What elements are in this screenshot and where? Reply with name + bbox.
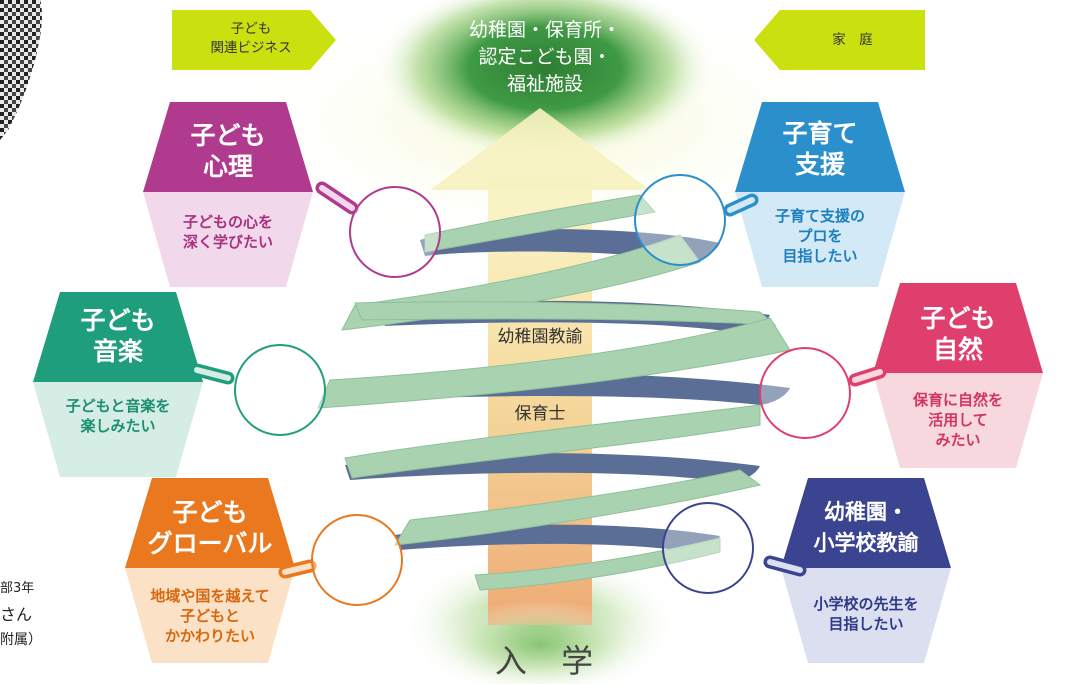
course-connector [852, 369, 883, 383]
side-note-line-1: 部3年 [0, 581, 35, 596]
course-title: 子ども グローバル [147, 498, 273, 558]
bottom-glow-front [435, 600, 645, 684]
course-connector [194, 367, 231, 381]
course-title: 幼稚園・ 小学校教諭 [813, 500, 919, 555]
entry-label: 入 学 [494, 642, 606, 680]
course-circle [349, 186, 441, 278]
destination-center: 幼稚園・保育所・ 認定こども園・ 福祉施設 [468, 19, 621, 95]
course-connector [282, 563, 313, 575]
photo-fragment [0, 0, 42, 140]
course-connector [767, 559, 803, 573]
course-description: 保育に自然を 活用して みたい [912, 391, 1003, 449]
course-circle [311, 514, 403, 606]
course-hex-lower [781, 568, 951, 663]
course-circle [759, 347, 851, 439]
course-circle [234, 344, 326, 436]
course-hex-upper [125, 478, 295, 568]
right-flag-label: 家 庭 [832, 32, 873, 48]
course-hex-upper [873, 283, 1043, 373]
course-hex-upper [735, 102, 905, 192]
course-hex-lower [143, 192, 313, 287]
course-description: 地域や国を越えて 子どもと かかわりたい [150, 587, 270, 645]
side-note-line-3: 附属） [0, 632, 42, 648]
central-arrow [430, 108, 650, 625]
top-glow [375, 0, 715, 160]
left-flag-label: 子ども 関連ビジネス [210, 21, 292, 56]
course-hex-lower [873, 373, 1043, 468]
left-flag [172, 10, 336, 70]
course-connector [319, 185, 355, 211]
nursery-path-label: 保育士 [514, 404, 566, 424]
spiral-front [317, 194, 791, 591]
course-circle [662, 502, 754, 594]
teacher-path-label: 幼稚園教諭 [497, 327, 583, 347]
course-description: 子どもの心を 深く学びたい [182, 213, 273, 251]
course-title: 子育て 支援 [782, 119, 858, 179]
course-hex-upper [781, 478, 951, 568]
course-hex-upper [33, 292, 203, 382]
course-connector [727, 197, 755, 213]
right-flag [754, 10, 925, 70]
course-description: 子育て支援の プロを 目指したい [774, 207, 865, 265]
course-hex-lower [125, 568, 295, 663]
course-hex-lower [33, 382, 203, 477]
course-hex-upper [143, 102, 313, 192]
course-title: 子ども 心理 [190, 121, 266, 181]
course-description: 小学校の先生を 目指したい [813, 595, 919, 633]
course-title: 子ども 音楽 [80, 306, 156, 366]
course-description: 子どもと音楽を 楽しみたい [65, 397, 171, 435]
course-circle [634, 174, 726, 266]
course-title: 子ども 自然 [920, 304, 996, 364]
side-note-line-2: さん [0, 605, 33, 624]
course-hex-lower [735, 192, 905, 287]
